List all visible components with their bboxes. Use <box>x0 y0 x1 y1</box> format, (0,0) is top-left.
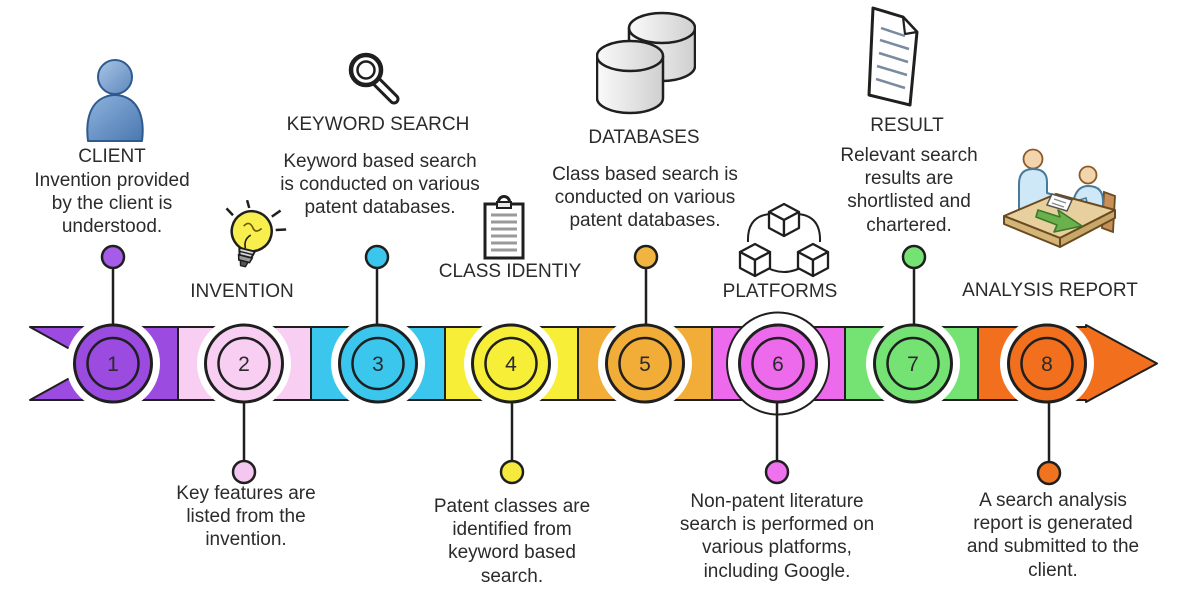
step-1-number: 1 <box>107 353 119 376</box>
document-icon <box>867 6 919 107</box>
step-6-number: 6 <box>772 353 784 376</box>
cubes-icon <box>738 202 830 278</box>
step-5-number: 5 <box>639 353 651 376</box>
step-8-number: 8 <box>1041 353 1053 376</box>
step-5-description: Class based search is conducted on vario… <box>552 164 738 232</box>
magnifier-icon <box>348 52 400 105</box>
step-4-description: Patent classes are identified from keywo… <box>433 496 591 587</box>
numbered-markers: 1 2 3 4 5 6 7 8 <box>73 323 1087 404</box>
step-1-description: Invention provided by the client is unde… <box>34 170 190 238</box>
step-7-number: 7 <box>907 353 919 376</box>
step-2-dot <box>231 459 257 485</box>
step-3-description: Keyword based search is conducted on var… <box>280 151 480 219</box>
databases-icon <box>596 11 696 115</box>
step-8-dot <box>1036 460 1062 486</box>
step-8-label: ANALYSIS REPORT <box>962 280 1138 301</box>
step-6-description: Non-patent literature search is performe… <box>679 491 875 582</box>
step-7-description: Relevant search results are shortlisted … <box>840 145 978 236</box>
step-6-circle <box>738 323 818 404</box>
step-2-circle <box>204 323 284 404</box>
step-5-dot <box>633 244 659 270</box>
step-3-number: 3 <box>372 353 384 376</box>
meeting-icon <box>1003 148 1116 248</box>
clipboard-icon <box>483 195 525 260</box>
step-1-label: CLIENT <box>78 146 146 167</box>
step-7-circle <box>873 323 953 404</box>
step-6-dot <box>764 459 790 485</box>
step-3-circle <box>338 323 418 404</box>
step-4-label: CLASS IDENTIY <box>438 261 582 282</box>
step-3-dot <box>364 244 390 270</box>
step-4-dot <box>499 459 525 485</box>
step-1-dot <box>100 244 126 270</box>
step-6-label: PLATFORMS <box>722 281 838 302</box>
step-4-number: 4 <box>505 353 517 376</box>
lightbulb-icon <box>225 200 287 268</box>
step-3-label: KEYWORD SEARCH <box>286 114 470 135</box>
step-4-circle <box>471 323 551 404</box>
step-2-label: INVENTION <box>190 281 294 302</box>
step-2-description: Key features are listed from the inventi… <box>176 483 316 551</box>
step-8-circle <box>1007 323 1087 404</box>
step-7-dot <box>901 244 927 270</box>
connectors <box>100 244 1062 486</box>
step-2-number: 2 <box>238 353 250 376</box>
step-1-circle <box>73 323 153 404</box>
step-5-circle <box>605 323 685 404</box>
step-7-label: RESULT <box>870 115 944 136</box>
step-8-description: A search analysis report is generated an… <box>966 490 1140 581</box>
person-icon <box>86 59 144 142</box>
step-5-label: DATABASES <box>588 127 700 148</box>
